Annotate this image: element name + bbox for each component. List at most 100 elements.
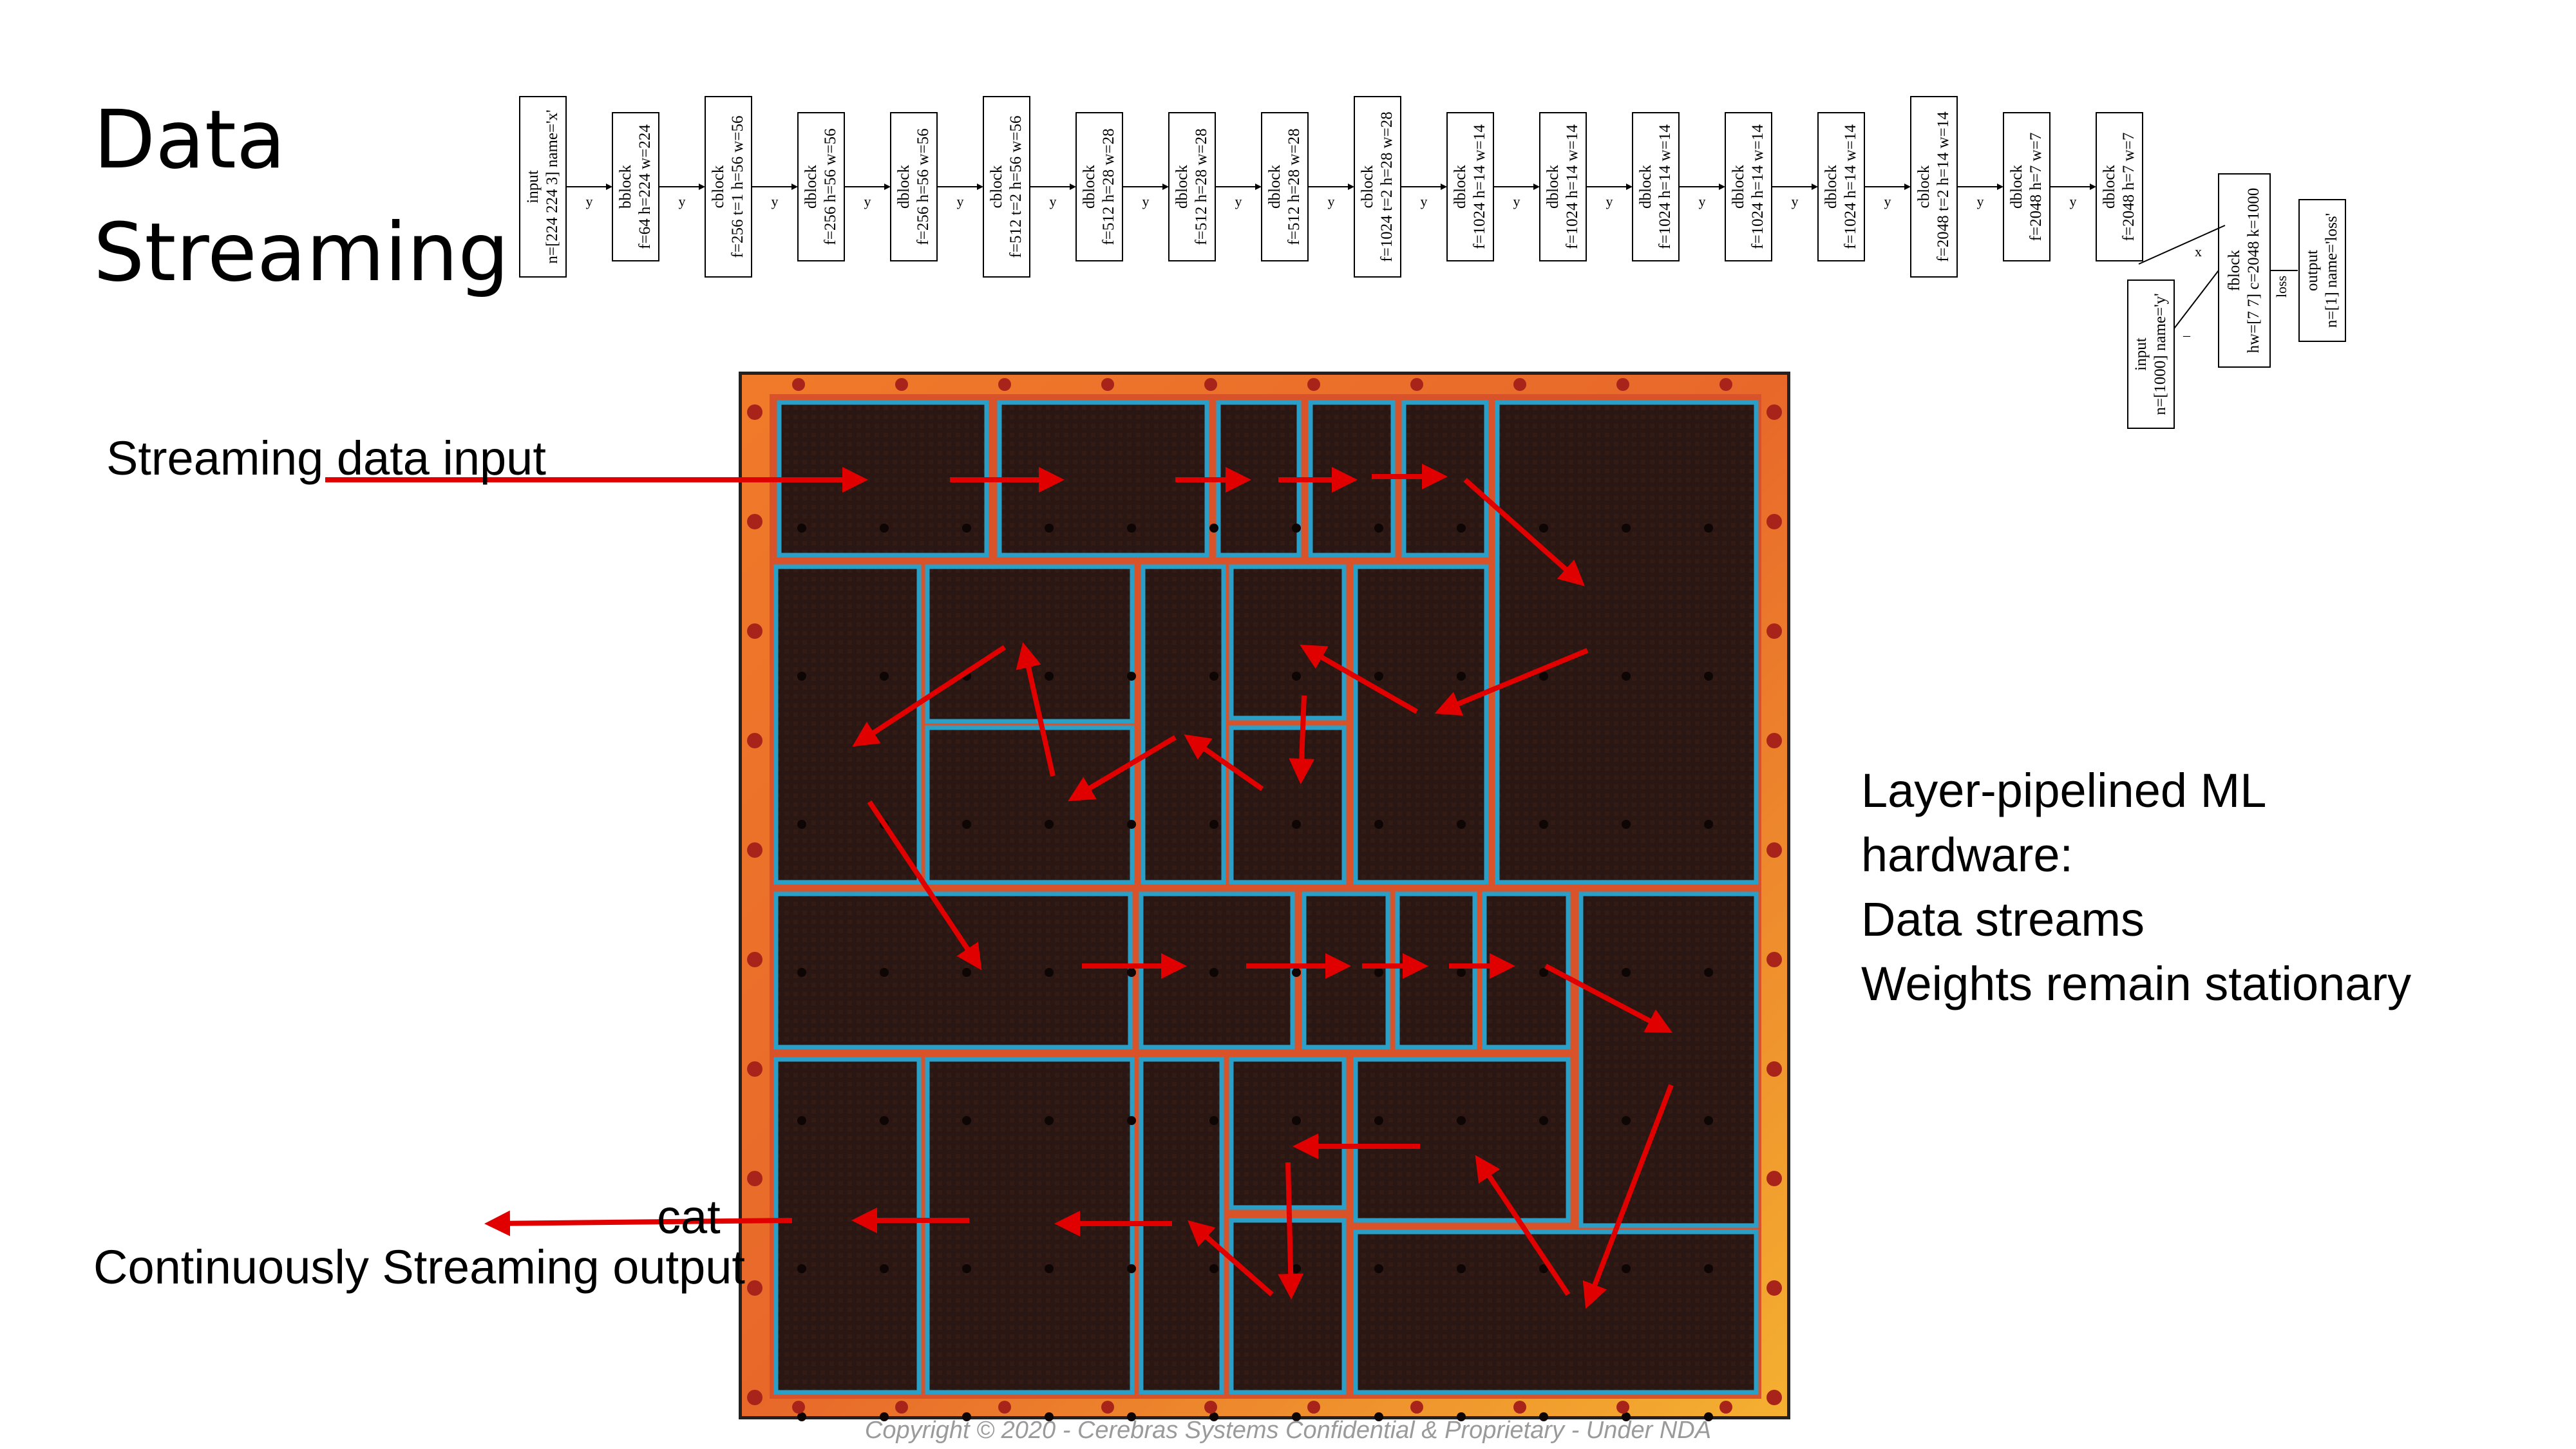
- wafer-mount-hole: [792, 378, 805, 391]
- svg-text:dblock: dblock: [1081, 164, 1098, 209]
- wafer-hole: [880, 1264, 889, 1273]
- wafer-hole: [797, 524, 806, 533]
- wafer-hole: [1209, 1412, 1218, 1421]
- wafer-hole: [1704, 1116, 1713, 1125]
- wafer-mount-hole: [998, 1401, 1011, 1414]
- graph-edge-head: [1997, 184, 2003, 190]
- side-line-1: Layer-pipelined ML: [1861, 764, 2267, 817]
- side-description: Layer-pipelined ML hardware: Data stream…: [1861, 759, 2411, 1016]
- wafer-mount-hole: [747, 404, 762, 420]
- wafer-hole: [1209, 1264, 1218, 1273]
- wafer-mount-hole: [792, 1401, 805, 1414]
- wafer-hole: [1374, 1116, 1383, 1125]
- wafer-hole: [1292, 1116, 1301, 1125]
- copyright-footer: Copyright © 2020 - Cerebras Systems Conf…: [864, 1417, 1712, 1444]
- wafer-hole: [1374, 1264, 1383, 1273]
- wafer-hole: [797, 672, 806, 681]
- wafer-hole: [962, 1116, 971, 1125]
- graph-edge-label: x: [2195, 243, 2202, 260]
- wafer-hole: [1292, 524, 1301, 533]
- wafer-hole: [1704, 1264, 1713, 1273]
- wafer-mount-hole: [747, 733, 762, 748]
- wafer-hole: [962, 1412, 971, 1421]
- graph-edge-head: [977, 184, 983, 190]
- dataflow-arrow: [1289, 695, 1315, 784]
- wafer-hole: [1704, 968, 1713, 977]
- svg-text:dblock: dblock: [1730, 164, 1747, 209]
- dataflow-arrow: [484, 1210, 793, 1236]
- svg-text:dblock: dblock: [802, 164, 820, 209]
- svg-text:f=1024 h=14 w=14: f=1024 h=14 w=14: [1564, 124, 1581, 249]
- svg-text:n=[1000] name='y': n=[1000] name='y': [2152, 293, 2169, 415]
- side-line-2: hardware:: [1861, 828, 2074, 882]
- wafer-mount-hole: [747, 1171, 762, 1186]
- wafer-mount-hole: [1766, 1171, 1782, 1186]
- wafer-tile: [925, 725, 1135, 885]
- wafer-hole: [1457, 524, 1466, 533]
- wafer-hole: [962, 1264, 971, 1273]
- wafer-mount-hole: [1101, 378, 1114, 391]
- svg-text:input: input: [524, 170, 542, 203]
- svg-text:cblock: cblock: [1359, 165, 1376, 208]
- wafer-mount-hole: [1719, 378, 1732, 391]
- wafer-hole: [1704, 1412, 1713, 1421]
- wafer-mount-hole: [1766, 514, 1782, 529]
- dataflow-arrow: [1187, 1220, 1274, 1297]
- graph-edge-label: y: [2070, 193, 2077, 209]
- graph-edge-label: y: [1699, 193, 1706, 209]
- svg-text:f=512 h=28 w=28: f=512 h=28 w=28: [1193, 128, 1210, 245]
- wafer-mount-hole: [1766, 1280, 1782, 1296]
- wafer-hole: [797, 820, 806, 829]
- svg-text:dblock: dblock: [1823, 164, 1840, 209]
- wafer-hole: [1622, 524, 1631, 533]
- svg-text:dblock: dblock: [1266, 164, 1283, 209]
- wafer-mount-hole: [1766, 404, 1782, 420]
- graph-edge-label: y: [1792, 193, 1799, 209]
- wafer-hole: [1292, 820, 1301, 829]
- svg-text:bblock: bblock: [617, 164, 634, 209]
- wafer-hole: [1539, 672, 1548, 681]
- wafer-hole: [1374, 968, 1383, 977]
- wafer-hole: [1292, 1412, 1301, 1421]
- wafer-hole: [1539, 1412, 1548, 1421]
- svg-text:n=[224 224 3] name='x': n=[224 224 3] name='x': [544, 109, 561, 263]
- wafer-hole: [1209, 524, 1218, 533]
- svg-text:f=256 h=56 w=56: f=256 h=56 w=56: [914, 128, 932, 245]
- wafer-hole: [1127, 1116, 1136, 1125]
- wafer-mount-hole: [1204, 1401, 1217, 1414]
- graph-edge-label: y: [864, 193, 871, 209]
- graph-edge-label: y: [1050, 193, 1057, 209]
- wafer-mount-hole: [895, 378, 908, 391]
- wafer-hole: [1374, 1412, 1383, 1421]
- svg-text:f=64 h=224 w=224: f=64 h=224 w=224: [636, 124, 654, 249]
- wafer-hole: [1457, 672, 1466, 681]
- svg-text:f=512 h=28 w=28: f=512 h=28 w=28: [1285, 128, 1303, 245]
- wafer-hole: [797, 968, 806, 977]
- wafer-mount-hole: [1766, 1061, 1782, 1077]
- svg-text:fblock: fblock: [2226, 250, 2243, 291]
- wafer-hole: [1127, 968, 1136, 977]
- svg-text:f=1024 t=2 h=28 w=28: f=1024 t=2 h=28 w=28: [1378, 111, 1396, 261]
- wafer-hole: [880, 672, 889, 681]
- svg-text:f=1024 h=14 w=14: f=1024 h=14 w=14: [1749, 124, 1766, 249]
- graph-edge-head: [606, 184, 612, 190]
- graph-edge-label: y: [586, 193, 593, 209]
- dataflow-arrow: [1184, 734, 1264, 791]
- svg-text:dblock: dblock: [1173, 164, 1191, 209]
- wafer-hole: [880, 968, 889, 977]
- graph-edge: [2174, 270, 2219, 329]
- graph-edge-head: [1255, 184, 1262, 190]
- wafer-hole: [1539, 968, 1548, 977]
- svg-text:cblock: cblock: [710, 165, 727, 208]
- wafer-hole: [797, 1264, 806, 1273]
